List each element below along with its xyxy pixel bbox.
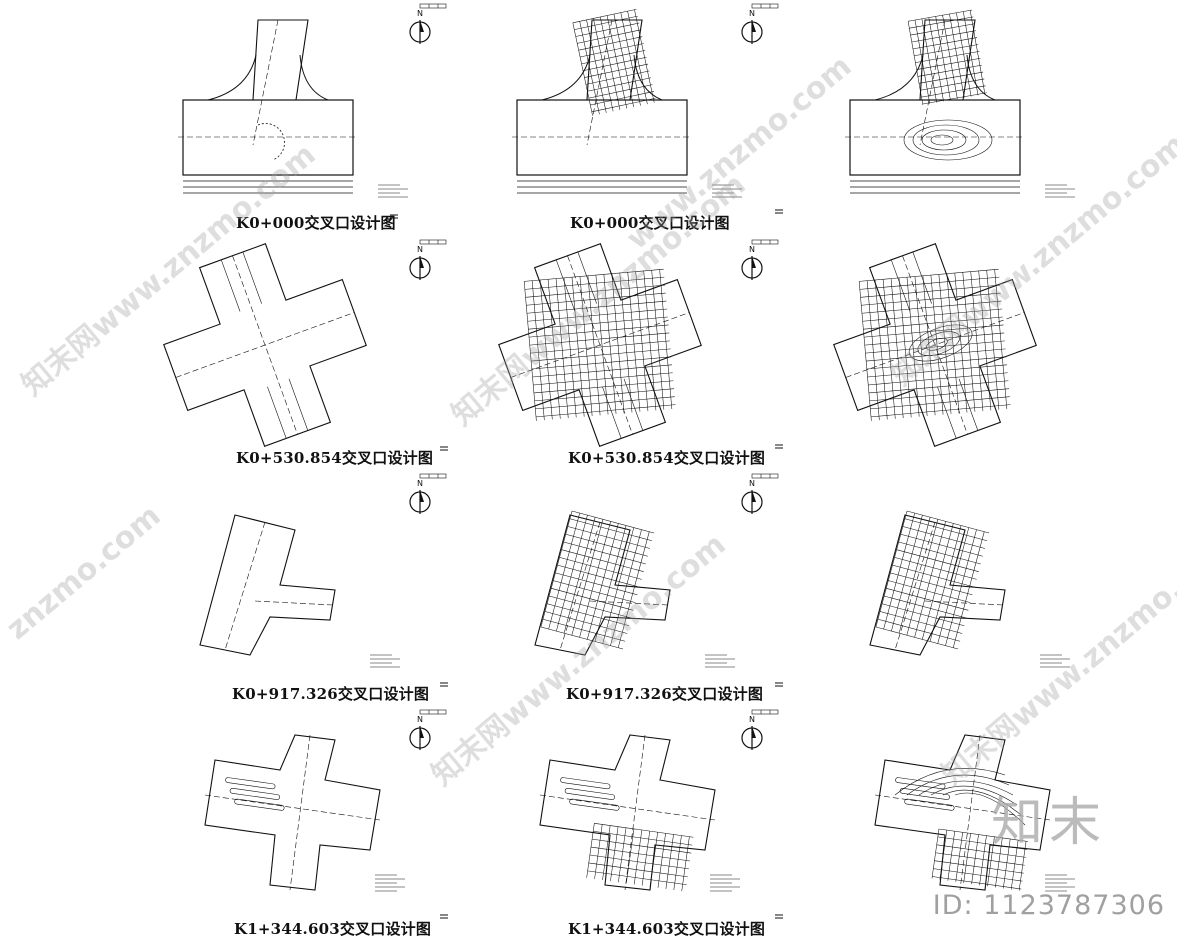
title-mark [390,214,398,219]
title-mark [440,914,448,919]
north-arrow-icon: N [409,473,447,514]
svg-text:N: N [749,479,755,488]
intersection-plan-k0-000-layout [178,19,408,198]
intersection-plan-k1-344-contours [874,734,1075,892]
title-mark [775,444,783,449]
north-arrow-icon: N [409,709,447,750]
svg-text:N: N [417,479,423,488]
drawing-title-7: K1+344.603交叉口设计图 [234,920,432,938]
intersection-plan-k0-917-grid [534,510,735,668]
drawing-title-2: K0+000交叉口设计图 [570,214,730,232]
brand-id: ID: 1123787306 [932,890,1165,921]
drawing-title-5: K0+917.326交叉口设计图 [232,685,430,703]
svg-text:N: N [417,9,423,18]
north-arrow-icon: N [741,3,779,44]
svg-text:N: N [749,9,755,18]
title-mark [775,682,783,687]
drawing-title-6: K0+917.326交叉口设计图 [566,685,764,703]
intersection-plan-k0-530-contours [833,243,1037,447]
north-arrow-icon: N [741,473,779,514]
north-arrow-icon: N [409,3,447,44]
drawing-title-3: K0+530.854交叉口设计图 [236,449,434,467]
title-mark [775,914,783,919]
intersection-plan-k0-530-grid [498,243,702,447]
drawing-title-1: K0+000交叉口设计图 [236,214,396,232]
drawing-title-4: K0+530.854交叉口设计图 [568,449,766,467]
svg-text:N: N [749,715,755,724]
title-mark [775,209,783,214]
intersection-plan-k0-000-grid [512,9,742,198]
drawing-title-8: K1+344.603交叉口设计图 [568,920,766,938]
svg-text:N: N [417,245,423,254]
intersection-plan-k0-530-layout [163,243,367,447]
svg-text:N: N [417,715,423,724]
intersection-plan-k0-000-contours [845,9,1075,198]
intersection-plan-k0-917-layout [199,514,400,668]
intersection-plan-k1-344-grid [539,734,740,892]
intersection-plan-k1-344-layout [204,734,405,892]
title-mark [440,446,448,451]
north-arrow-icon: N [741,709,779,750]
brand-logo: 知末 [990,793,1107,853]
title-mark [440,682,448,687]
intersection-plan-k0-917-contours [869,510,1070,668]
svg-text:N: N [749,245,755,254]
north-arrow-icon: N [741,239,779,280]
north-arrow-icon: N [409,239,447,280]
